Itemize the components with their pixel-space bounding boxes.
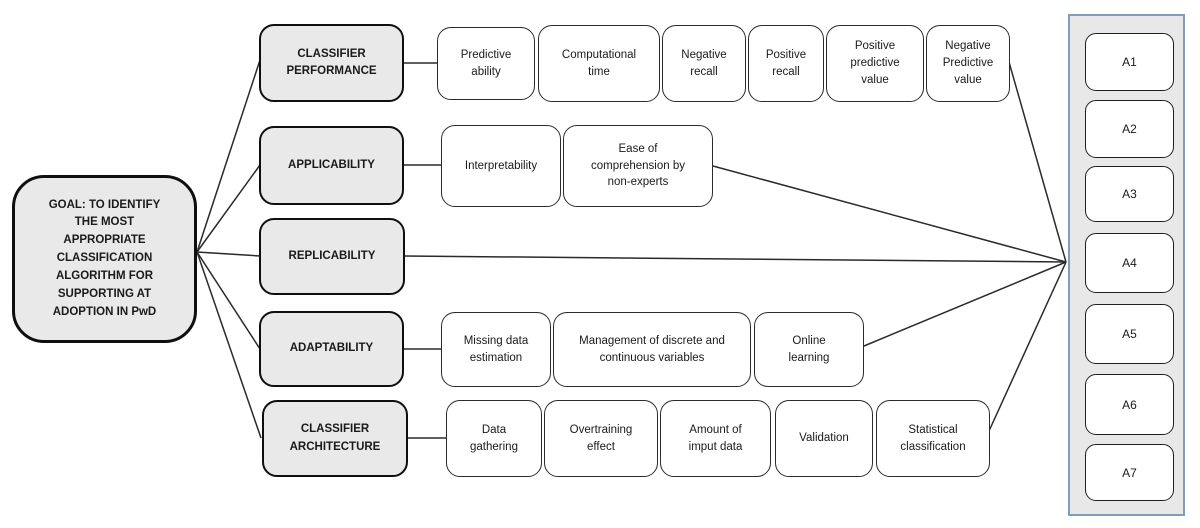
- connector-goal-replicability: [196, 251, 261, 257]
- subcriterion-overtraining-effect: Overtraining effect: [544, 400, 658, 477]
- connector-replicability-alternatives: [404, 255, 1067, 263]
- subcriterion-negative-predictive-value: Negative Predictive value: [926, 25, 1010, 102]
- criterion-label: CLASSIFIER PERFORMANCE: [286, 47, 377, 77]
- subcriterion-interpretability: Interpretability: [441, 125, 561, 207]
- alternative-a6: A6: [1085, 374, 1174, 435]
- subcriterion-negative-recall: Negative recall: [662, 25, 746, 102]
- alternative-a2: A2: [1085, 100, 1174, 158]
- subcriterion-positive-recall: Positive recall: [748, 25, 824, 102]
- goal-node: GOAL: TO IDENTIFY THE MOST APPROPRIATE C…: [12, 175, 197, 343]
- alternative-a5: A5: [1085, 304, 1174, 364]
- alternatives-panel: A1 A2 A3 A4 A5 A6 A7: [1068, 14, 1185, 516]
- connector-adaptability-alternatives: [863, 261, 1067, 347]
- criterion-label: CLASSIFIER ARCHITECTURE: [289, 423, 381, 453]
- subcriterion-validation: Validation: [775, 400, 873, 477]
- alternative-a4: A4: [1085, 233, 1174, 293]
- subcriterion-discrete-continuous-variables: Management of discrete and continuous va…: [553, 312, 751, 387]
- subcriterion-online-learning: Online learning: [754, 312, 864, 387]
- connector-architecture-alternatives: [988, 261, 1067, 432]
- criterion-applicability: APPLICABILITY: [259, 126, 404, 205]
- alternative-a1: A1: [1085, 33, 1174, 91]
- connector-goal-adaptability: [196, 251, 261, 350]
- subcriterion-ease-of-comprehension: Ease of comprehension by non-experts: [563, 125, 713, 207]
- connector-performance-alternatives: [1008, 61, 1067, 263]
- criterion-label: ADAPTABILITY: [289, 342, 374, 355]
- criterion-classifier-performance: CLASSIFIER PERFORMANCE: [259, 24, 404, 102]
- alternative-a7: A7: [1085, 444, 1174, 501]
- subcriterion-positive-predictive-value: Positive predictive value: [826, 25, 924, 102]
- subcriterion-amount-of-input-data: Amount of imput data: [660, 400, 771, 477]
- goal-label: GOAL: TO IDENTIFY THE MOST APPROPRIATE C…: [48, 198, 161, 318]
- connector-applicability-alternatives: [712, 165, 1067, 263]
- criterion-label: APPLICABILITY: [288, 158, 375, 171]
- criterion-classifier-architecture: CLASSIFIER ARCHITECTURE: [262, 400, 408, 477]
- subcriterion-statistical-classification: Statistical classification: [876, 400, 990, 477]
- connector-goal-architecture: [196, 251, 262, 439]
- subcriterion-computational-time: Computational time: [538, 25, 660, 102]
- criterion-label: REPLICABILITY: [288, 249, 376, 262]
- connector-goal-performance: [196, 59, 261, 253]
- criterion-adaptability: ADAPTABILITY: [259, 311, 404, 387]
- alternative-a3: A3: [1085, 166, 1174, 222]
- subcriterion-data-gathering: Data gathering: [446, 400, 542, 477]
- criterion-replicability: REPLICABILITY: [259, 218, 405, 295]
- subcriterion-predictive-ability: Predictive ability: [437, 27, 535, 100]
- connector-goal-applicability: [196, 164, 261, 253]
- subcriterion-missing-data-estimation: Missing data estimation: [441, 312, 551, 387]
